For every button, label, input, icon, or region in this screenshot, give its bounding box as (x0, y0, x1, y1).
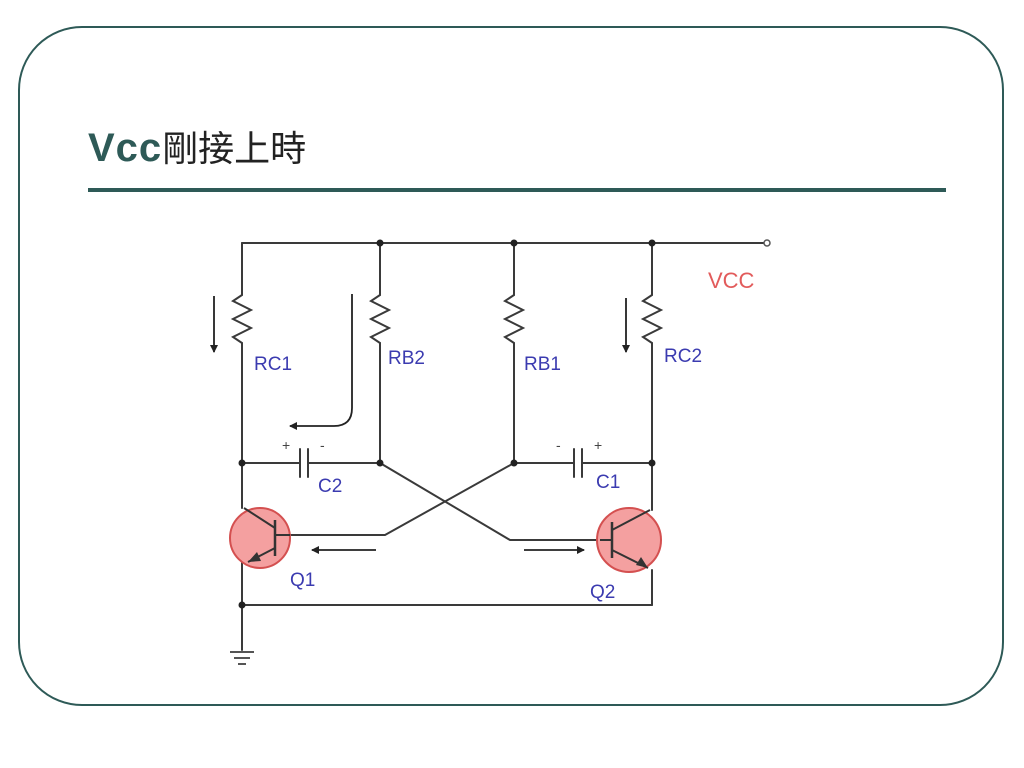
current-arrow-rb2 (289, 294, 353, 430)
capacitor-label-c1: C1 (596, 472, 620, 493)
resistor-rc2 (640, 294, 664, 344)
transistor-label-q1: Q1 (290, 570, 315, 591)
slide-frame (18, 26, 1004, 706)
vcc-label: VCC (708, 268, 755, 293)
c1-minus-sign: - (556, 437, 561, 453)
transistor-q1 (229, 507, 291, 569)
junction-dot (238, 459, 246, 467)
vcc-terminal (763, 239, 771, 247)
c2-minus-sign: - (320, 437, 325, 453)
slide-title: Vcc剛接上時 (88, 128, 306, 168)
wire-rb1-to-q1-base (287, 462, 515, 536)
resistor-label-rb2: RB2 (388, 348, 425, 369)
resistor-rb1 (502, 294, 526, 344)
transistor-q2 (596, 507, 662, 573)
resistor-label-rc1: RC1 (254, 354, 292, 375)
junction-dot (510, 459, 518, 467)
wire-rb2-to-q2-base (379, 462, 601, 541)
resistor-rc1 (230, 294, 254, 344)
title-underline (88, 188, 946, 192)
c2-plus-sign: + (282, 437, 290, 453)
junction-dot (238, 601, 246, 609)
slide-title-en: Vcc (88, 126, 163, 170)
junction-dot (648, 459, 656, 467)
c1-plus-sign: + (594, 437, 602, 453)
ground-icon (230, 651, 254, 665)
slide-title-zh: 剛接上時 (162, 129, 307, 170)
junction-dot (376, 239, 384, 247)
resistor-label-rb1: RB1 (524, 354, 561, 375)
resistor-label-rc2: RC2 (664, 346, 702, 367)
junction-dot (376, 459, 384, 467)
junction-dot (510, 239, 518, 247)
capacitor-label-c2: C2 (318, 476, 342, 497)
transistor-label-q2: Q2 (590, 582, 615, 603)
junction-dot (648, 239, 656, 247)
resistor-rb2 (368, 294, 392, 344)
